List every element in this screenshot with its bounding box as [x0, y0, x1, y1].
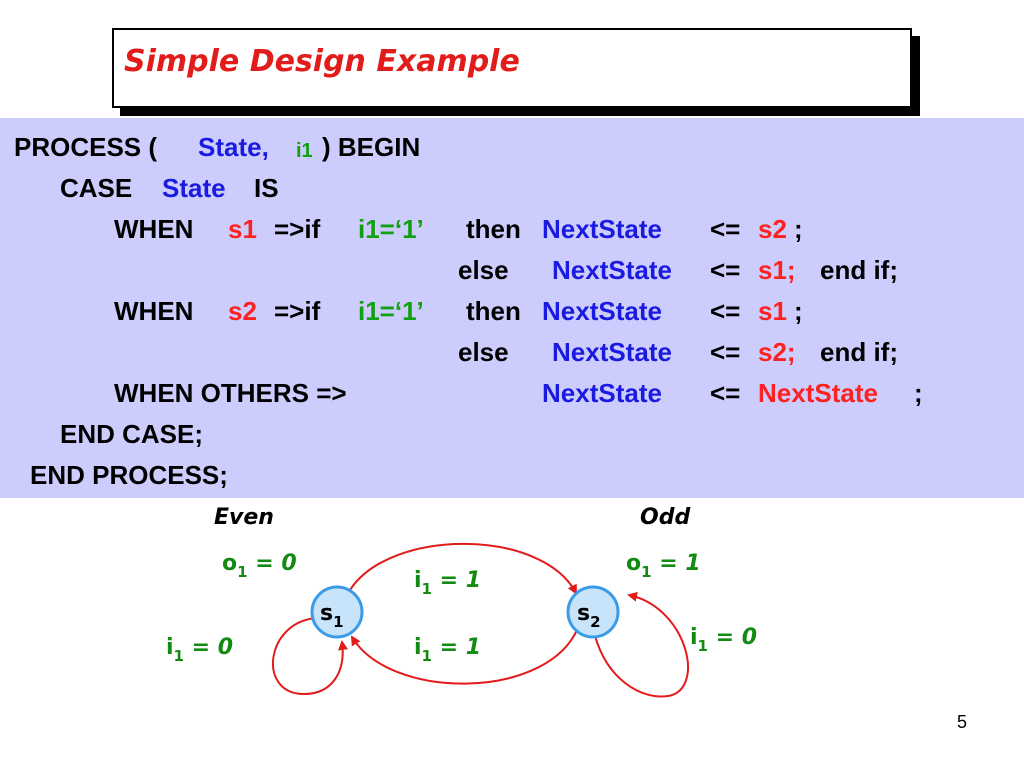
code-arrow-if-1: =>if: [274, 214, 321, 244]
code-semi-2: ;: [794, 296, 803, 326]
code-arrow-if-2: =>if: [274, 296, 321, 326]
code-nextstate-4: NextState: [552, 337, 672, 367]
code-i1-param: i1: [296, 140, 313, 162]
code-cond-1: i1=‘1’: [358, 214, 424, 244]
loop-s1: [271, 617, 349, 696]
code-state-param: State,: [198, 132, 269, 162]
code-then-2: then: [466, 296, 521, 326]
state-s1: [310, 585, 364, 639]
label-odd: Odd: [640, 505, 690, 530]
code-when-2: WHEN: [114, 296, 194, 326]
edge-s1-to-s2: [349, 542, 577, 595]
code-panel: PROCESS ( State, i1 ) BEGIN CASE State I…: [0, 118, 1024, 498]
state-s2-label: s2: [577, 601, 601, 631]
code-end-if-2: end if;: [820, 337, 898, 367]
loop-right-label: i1 = 0: [690, 625, 757, 655]
code-begin: ) BEGIN: [322, 132, 421, 162]
code-end-if-1: end if;: [820, 255, 898, 285]
code-s2-case: s2: [228, 296, 257, 326]
code-s1-else: s1;: [758, 255, 796, 285]
state-s2: [566, 585, 620, 639]
code-nextstate-hold: NextState: [758, 378, 878, 408]
page-number: 5: [957, 712, 968, 732]
label-even: Even: [214, 505, 274, 530]
code-end-case: END CASE;: [60, 419, 204, 449]
code-cond-2: i1=‘1’: [358, 296, 424, 326]
loop-left-label: i1 = 0: [166, 635, 233, 665]
code-assign-2: <=: [710, 255, 741, 285]
code-else-2: else: [458, 337, 509, 367]
code-then-1: then: [466, 214, 521, 244]
output-odd-label: o1 = 1: [626, 551, 701, 581]
code-assign-1: <=: [710, 214, 741, 244]
code-else-1: else: [458, 255, 509, 285]
code-nextstate-2: NextState: [552, 255, 672, 285]
code-nextstate-1: NextState: [542, 214, 662, 244]
slide-title: Simple Design Example: [124, 44, 520, 79]
code-when-1: WHEN: [114, 214, 194, 244]
code-process-kw: PROCESS (: [14, 132, 158, 162]
code-is-kw: IS: [254, 173, 279, 203]
loop-s2: [593, 591, 689, 698]
edge-bottom-label: i1 = 1: [414, 635, 481, 665]
code-s1-case: s1: [228, 214, 257, 244]
code-s1-target: s1: [758, 296, 787, 326]
edge-top-label: i1 = 1: [414, 568, 481, 598]
edge-s2-to-s1: [350, 631, 577, 685]
code-nextstate-3: NextState: [542, 296, 662, 326]
code-semi-3: ;: [914, 378, 923, 408]
code-assign-4: <=: [710, 337, 741, 367]
code-semi-1: ;: [794, 214, 803, 244]
code-case-kw: CASE: [60, 173, 133, 203]
code-end-process: END PROCESS;: [30, 460, 228, 490]
title-box: Simple Design Example: [112, 28, 912, 108]
code-assign-3: <=: [710, 296, 741, 326]
code-s2-else: s2;: [758, 337, 796, 367]
state-s1-label: s1: [320, 601, 344, 631]
output-even-label: o1 = 0: [222, 551, 297, 581]
code-case-state: State: [162, 173, 226, 203]
code-when-others: WHEN OTHERS =>: [114, 378, 347, 408]
code-nextstate-5: NextState: [542, 378, 662, 408]
code-assign-5: <=: [710, 378, 741, 408]
code-s2-target: s2: [758, 214, 787, 244]
